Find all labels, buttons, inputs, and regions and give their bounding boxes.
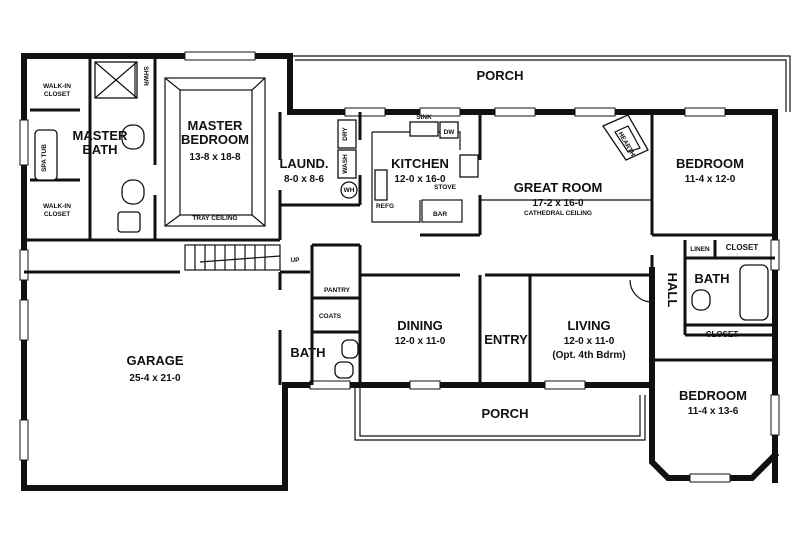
spa-tub-label: SPA TUB [41, 144, 48, 172]
dw-label: DW [444, 129, 456, 136]
living-opt: (Opt. 4th Bdrm) [552, 350, 625, 361]
living-dim: 12-0 x 11-0 [564, 336, 615, 347]
walk-in-closet-top-2: CLOSET [44, 91, 70, 98]
water-heater-label: WH [344, 187, 355, 194]
master-bath-label-2: BATH [82, 142, 117, 157]
great-room-dim: 17-2 x 16-0 [532, 198, 584, 209]
linen-label: LINEN [690, 246, 710, 253]
closet-top-label: CLOSET [726, 243, 759, 252]
garage-dim: 25-4 x 21-0 [129, 373, 181, 384]
bedroom-bottom-label: BEDROOM [679, 388, 747, 403]
master-bedroom-label-2: BEDROOM [181, 132, 249, 147]
stove-label: STOVE [434, 184, 457, 191]
interior-walls [24, 56, 775, 385]
garage-label: GARAGE [126, 353, 183, 368]
fireplace [602, 114, 649, 161]
bedroom-bottom-dim: 11-4 x 13-6 [688, 406, 739, 417]
closet-bottom-label: CLOSET [706, 330, 739, 339]
dining-dim: 12-0 x 11-0 [395, 336, 446, 347]
hall-label: HALL [665, 273, 680, 308]
door-swing [629, 279, 651, 303]
dry-label: DRY [342, 127, 349, 141]
porch-top-label: PORCH [477, 68, 524, 83]
master-bedroom-label-1: MASTER [188, 118, 244, 133]
kitchen-fixtures [371, 121, 479, 223]
bedroom-top-label: BEDROOM [676, 156, 744, 171]
windows [19, 51, 780, 483]
great-room-label: GREAT ROOM [514, 180, 603, 195]
pantry-label: PANTRY [324, 287, 351, 294]
sink-label: SINK [416, 114, 432, 121]
porch-bottom [354, 385, 646, 441]
refg-label: REFG [376, 203, 394, 210]
porch-top [289, 55, 791, 112]
stairs [184, 244, 281, 271]
tray-ceiling-label: TRAY CEILING [192, 215, 237, 222]
coats-label: COATS [319, 313, 342, 320]
bath-right-label: BATH [694, 271, 729, 286]
kitchen-label: KITCHEN [391, 156, 449, 171]
laundry-dim: 8-0 x 8-6 [284, 174, 324, 185]
bath-small-label: BATH [290, 345, 325, 360]
walk-in-closet-bottom-2: CLOSET [44, 211, 70, 218]
living-label: LIVING [567, 318, 610, 333]
master-bedroom-dim: 13-8 x 18-8 [189, 152, 241, 163]
up-label: UP [290, 257, 300, 264]
porch-bottom-label: PORCH [482, 406, 529, 421]
wash-label: WASH [342, 154, 349, 174]
dining-label: DINING [397, 318, 443, 333]
kitchen-dim: 12-0 x 16-0 [394, 174, 446, 185]
master-bath-fixtures [34, 61, 145, 233]
master-bath-label-1: MASTER [73, 128, 129, 143]
small-bath-fixtures [334, 339, 359, 379]
shower-label: SHWR [142, 66, 149, 86]
walk-in-closet-top-1: WALK-IN [43, 83, 71, 90]
laundry-fixtures [337, 119, 358, 199]
right-bath-fixtures [691, 264, 769, 321]
bedroom-top-dim: 11-4 x 12-0 [685, 174, 736, 185]
bar-label: BAR [433, 211, 447, 218]
cathedral-ceiling-label: CATHEDRAL CEILING [524, 210, 592, 217]
walk-in-closet-bottom-1: WALK-IN [43, 203, 71, 210]
tray-ceiling [164, 77, 266, 227]
entry-label: ENTRY [484, 332, 528, 347]
laundry-label: LAUND. [279, 156, 328, 171]
